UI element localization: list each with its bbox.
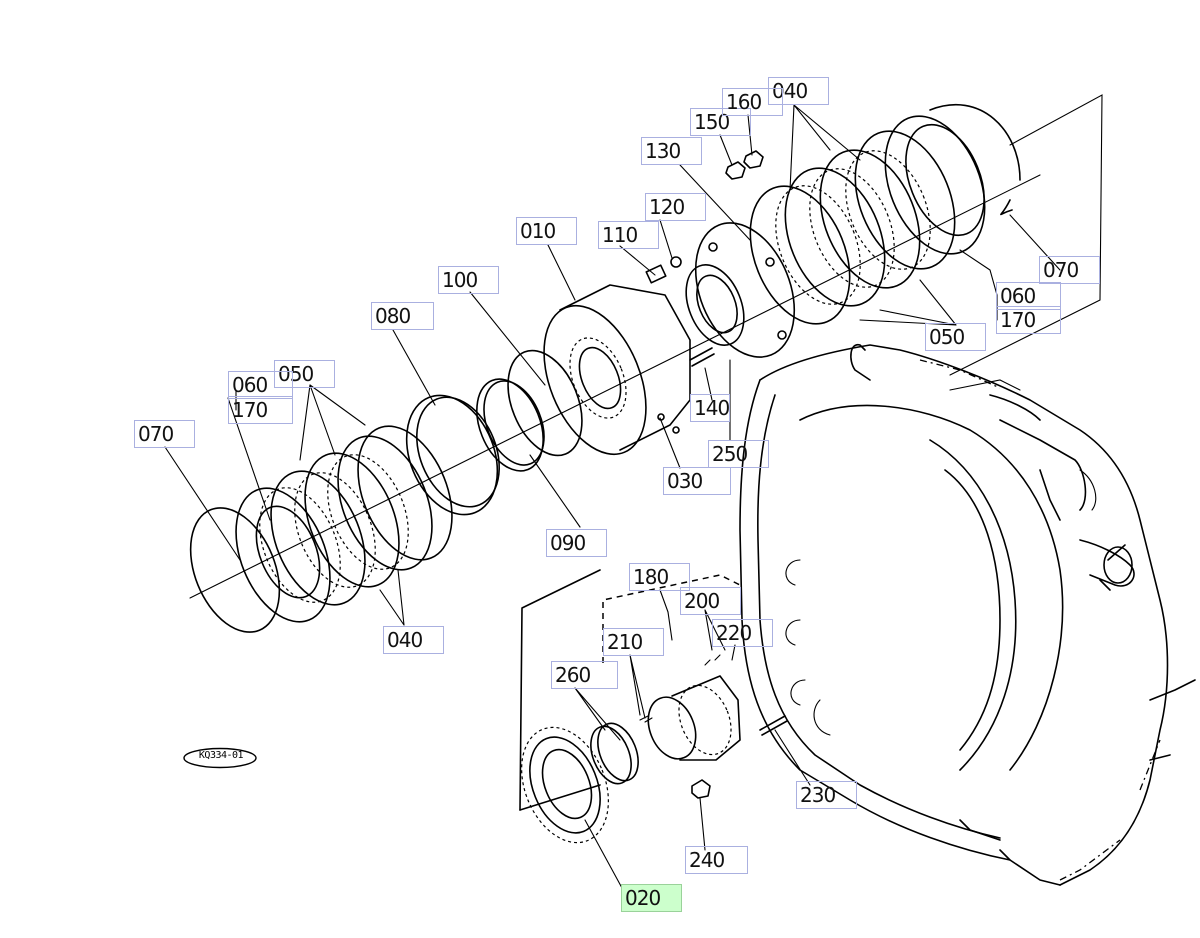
left-clutch-pack	[189, 425, 453, 633]
callout-220[interactable]: 220	[712, 619, 773, 647]
small-parts	[645, 256, 715, 434]
callout-170-left[interactable]: 170	[228, 396, 293, 424]
callout-070-right[interactable]: 070	[1039, 256, 1100, 284]
callout-040-left[interactable]: 040	[383, 626, 444, 654]
callout-120[interactable]: 120	[645, 193, 706, 221]
piston-rings	[405, 349, 583, 516]
right-clutch-pack	[749, 104, 1021, 325]
callout-180[interactable]: 180	[629, 563, 690, 591]
leader-lines	[164, 104, 1061, 889]
clutch-drum	[543, 284, 691, 456]
transmission-housing	[739, 344, 1196, 886]
callout-160[interactable]: 160	[722, 88, 783, 116]
callout-130[interactable]: 130	[641, 137, 702, 165]
callout-100[interactable]: 100	[438, 266, 499, 294]
callout-260[interactable]: 260	[551, 661, 618, 689]
callout-210[interactable]: 210	[603, 628, 664, 656]
callout-140[interactable]: 140	[690, 394, 730, 422]
callout-050-right[interactable]: 050	[925, 323, 986, 351]
nuts	[725, 150, 764, 180]
drawing-code-stamp	[183, 747, 257, 769]
callout-110[interactable]: 110	[598, 221, 659, 249]
lower-assembly	[519, 569, 788, 844]
callout-010[interactable]: 010	[516, 217, 577, 245]
callout-230[interactable]: 230	[796, 781, 857, 809]
cover-and-bearing	[685, 222, 796, 358]
callout-250[interactable]: 250	[708, 440, 769, 468]
callout-070-left[interactable]: 070	[134, 420, 195, 448]
callout-200[interactable]: 200	[680, 587, 741, 615]
callout-060-left[interactable]: 060	[228, 371, 293, 399]
callout-090[interactable]: 090	[546, 529, 607, 557]
callout-080[interactable]: 080	[371, 302, 434, 330]
callout-040-right[interactable]: 040	[768, 77, 829, 105]
callout-240[interactable]: 240	[685, 846, 748, 874]
callout-060-right[interactable]: 060	[996, 282, 1061, 310]
callout-030[interactable]: 030	[663, 467, 731, 495]
callout-170-right[interactable]: 170	[996, 306, 1061, 334]
drawing-code-text: KQ334-01	[198, 750, 244, 761]
callout-050-left[interactable]: 050	[274, 360, 335, 388]
callout-020[interactable]: 020	[621, 884, 682, 912]
callout-150[interactable]: 150	[690, 108, 751, 136]
